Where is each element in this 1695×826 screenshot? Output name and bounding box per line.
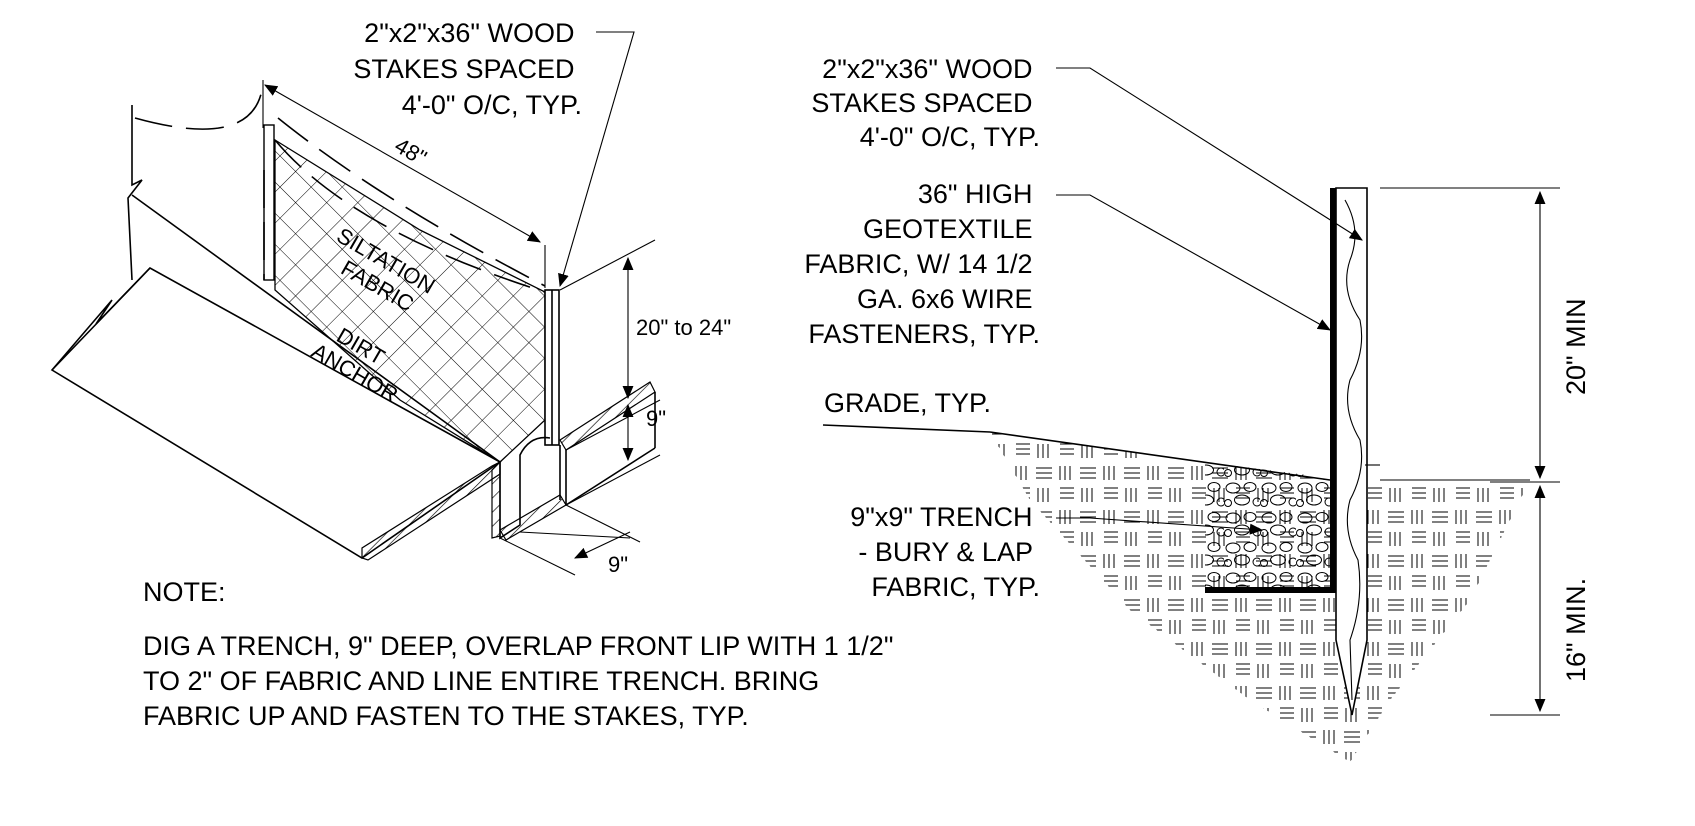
iso-spacing-dim: 48" bbox=[391, 133, 431, 171]
trench-gravel bbox=[1205, 462, 1330, 590]
trench-label: 9"x9" TRENCH - BURY & LAP FABRIC, TYP. bbox=[850, 502, 1040, 602]
grade-label: GRADE, TYP. bbox=[824, 388, 991, 418]
section-stake-label: 2"x2"x36" WOOD STAKES SPACED 4'-0" O/C, … bbox=[811, 54, 1040, 152]
note-heading: NOTE: bbox=[143, 577, 226, 607]
below-grade-dim: 16" MIN. bbox=[1561, 578, 1591, 682]
left-stake bbox=[263, 124, 275, 281]
dirt-anchor-edge bbox=[361, 461, 501, 561]
iso-height-dim: 20" to 24" bbox=[636, 315, 731, 340]
right-stake bbox=[544, 289, 560, 446]
section-stake bbox=[1335, 187, 1368, 716]
iso-width-dim: 9" bbox=[608, 552, 628, 577]
above-grade-dim: 20" MIN bbox=[1561, 298, 1591, 395]
section-view bbox=[822, 67, 1560, 762]
geotextile-fabric bbox=[1205, 188, 1336, 593]
iso-stake-label: 2"x2"x36" WOOD STAKES SPACED 4'-0" O/C, … bbox=[353, 18, 582, 120]
iso-depth-dim: 9" bbox=[646, 406, 666, 431]
section-fabric-label: 36" HIGH GEOTEXTILE FABRIC, W/ 14 1/2 GA… bbox=[804, 179, 1040, 349]
note-body: DIG A TRENCH, 9" DEEP, OVERLAP FRONT LIP… bbox=[143, 631, 901, 731]
isometric-view: 48" bbox=[50, 31, 661, 576]
earth-hatch bbox=[990, 432, 1530, 762]
